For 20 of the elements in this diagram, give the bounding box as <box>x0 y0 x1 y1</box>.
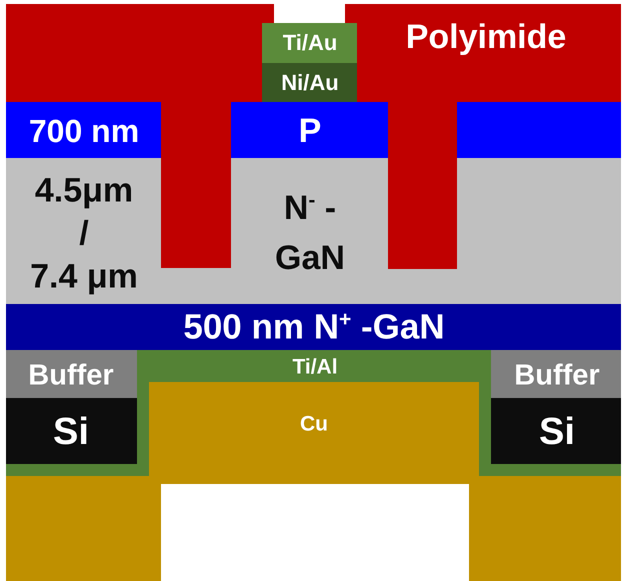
n-plus-gan-layer <box>6 304 621 350</box>
ti-al-layer <box>6 350 621 476</box>
layer-label: P <box>298 114 322 148</box>
layer-label: Ti/Al <box>292 356 338 378</box>
layer-label: Ti/Au <box>282 32 338 54</box>
buffer-layer <box>6 350 137 398</box>
layer-label: Buffer <box>28 362 114 390</box>
layer-label: N$^{-}$ - GaN <box>275 188 345 279</box>
thickness-label: 700 nm <box>28 115 140 147</box>
layer-label: Si <box>53 413 89 451</box>
layer-label: Si <box>539 413 575 451</box>
thickness-label: 4.5μm / 7.4 μm <box>30 170 138 298</box>
layer-label: Ni/Au <box>281 72 339 94</box>
layer-label: Cu <box>300 414 328 434</box>
layer-label: Polyimide <box>406 20 566 54</box>
buffer-layer <box>491 350 621 398</box>
si-substrate <box>491 398 621 464</box>
layer-label: Buffer <box>514 362 600 390</box>
layer-label: 500 nm N$^{+}$ -GaN <box>183 310 445 344</box>
si-substrate <box>6 398 137 464</box>
